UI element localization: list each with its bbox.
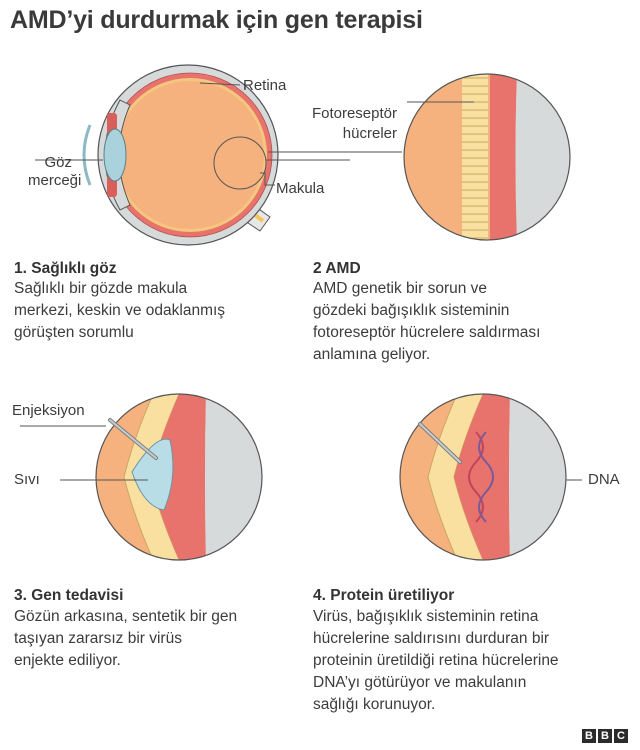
step-2-heading: 2 AMD [313, 260, 361, 277]
photoreceptor-label: Fotoreseptör hücreler [311, 105, 397, 142]
step-1-text: Sağlıklı bir gözde makula merkezi, keski… [14, 280, 226, 341]
fluid-label: Sıvı [14, 471, 40, 488]
step-3-text: Gözün arkasına, sentetik bir gen taşıyan… [14, 608, 238, 669]
retina-label: Retina [243, 77, 287, 94]
logo-letter: B [582, 729, 596, 743]
step-1-heading: 1. Sağlıklı göz [14, 260, 117, 277]
page-title: AMD’yi durdurmak için gen terapisi [10, 6, 423, 34]
macula-label: Makula [276, 180, 325, 197]
bbc-logo: B B C [582, 729, 628, 743]
connector-line [35, 151, 402, 161]
lens-label: Göz merceği [28, 154, 82, 189]
logo-letter: B [598, 729, 612, 743]
eye-cross-section-diagram [82, 64, 350, 246]
dna-label: DNA [588, 471, 620, 488]
step-3-heading: 3. Gen tedavisi [14, 587, 124, 604]
injection-label: Enjeksiyon [12, 402, 85, 419]
step-4-heading: 4. Protein üretiliyor [313, 587, 455, 604]
step-2-text: AMD genetik bir sorun ve gözdeki bağışık… [313, 280, 541, 363]
injection-diagram [95, 393, 263, 561]
logo-letter: C [614, 729, 628, 743]
step-4-text: Virüs, bağışıklık sisteminin retina hücr… [313, 608, 559, 713]
retina-zoom-diagram [403, 73, 571, 241]
dna-delivery-diagram [399, 393, 567, 561]
